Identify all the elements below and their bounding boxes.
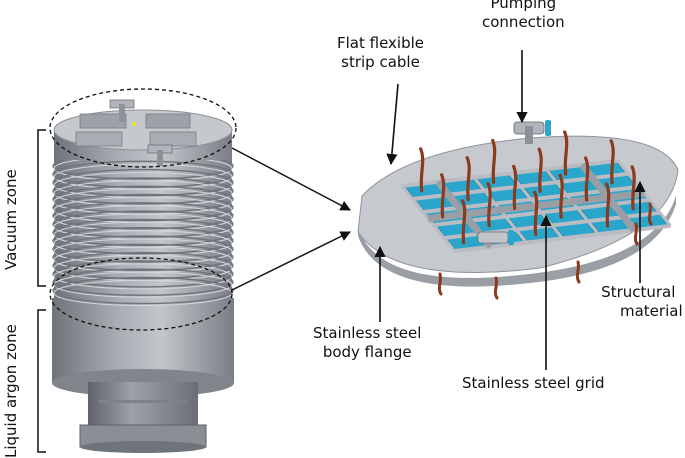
pumping-connection-fitting <box>477 120 551 245</box>
label-liquid-argon-zone: Liquid argon zone <box>2 324 20 458</box>
label-line: Flat flexible <box>337 34 425 52</box>
strip-cable <box>419 147 425 193</box>
strip-cable <box>563 130 569 176</box>
strip-cable <box>440 173 446 219</box>
bellows-ring <box>52 243 234 271</box>
bellows-ring <box>52 160 234 189</box>
bellows-ring <box>52 185 234 213</box>
hanging-cable <box>493 276 499 300</box>
bellows-ring <box>52 193 234 222</box>
hanging-cable <box>437 272 443 296</box>
label-flat-flexible-strip-cable: Flat flexible strip cable <box>337 34 424 72</box>
bellows-ring <box>52 218 234 247</box>
label-line: material <box>620 302 683 320</box>
strip-cable <box>558 173 564 219</box>
strip-cable <box>491 138 497 185</box>
lower-body <box>52 298 234 400</box>
strip-cable <box>533 190 539 237</box>
strip-cable <box>486 182 492 228</box>
vacuum-zone-bracket <box>37 129 46 287</box>
bellows-ring <box>52 177 234 205</box>
bellows-ring <box>52 168 234 197</box>
strip-cable <box>537 147 543 193</box>
strip-cable <box>461 199 467 245</box>
label-structural-material: Structural material <box>594 283 683 321</box>
bellows <box>52 152 234 306</box>
bottom-flange <box>79 395 207 453</box>
bellows-highlight-ellipse <box>49 257 233 331</box>
label-line: connection <box>482 13 565 31</box>
strip-cable <box>584 156 590 202</box>
strip-cable <box>605 182 611 228</box>
strip-cable <box>630 165 636 211</box>
label-line: Structural <box>601 283 676 301</box>
strip-cable <box>609 139 615 185</box>
strip-cables <box>419 130 653 300</box>
liquid-argon-zone-bracket <box>37 309 46 453</box>
label-stainless-steel-body-flange: Stainless steel body flange <box>313 324 421 362</box>
label-line: Stainless steel <box>313 324 422 342</box>
connector-arrow-top <box>231 147 351 211</box>
flange-assembly <box>357 120 679 300</box>
cable-arrow <box>386 83 399 166</box>
connector-arrow-bottom <box>231 231 351 291</box>
vessel <box>49 88 237 453</box>
bellows-body <box>54 160 232 300</box>
bellows-ring <box>52 276 234 305</box>
top-lid <box>53 99 233 166</box>
label-line: strip cable <box>341 53 420 71</box>
bellows-ring <box>52 268 234 296</box>
strip-cable <box>465 156 471 202</box>
hanging-cable <box>647 202 653 226</box>
bellows-ring <box>52 202 234 230</box>
label-line: Pumping <box>490 0 557 12</box>
top-highlight-ellipse <box>49 88 237 168</box>
bellows-ring <box>52 260 234 288</box>
label-stainless-steel-grid: Stainless steel grid <box>462 374 605 392</box>
bellows-ring <box>52 235 234 263</box>
hanging-cable <box>575 260 581 284</box>
bellows-ring <box>52 251 234 280</box>
label-line: body flange <box>322 343 412 361</box>
label-pumping-connection: Pumping connection <box>482 0 565 32</box>
bellows-ring <box>52 226 234 255</box>
bellows-ring-highlight <box>53 263 233 290</box>
bellows-ring <box>52 210 234 238</box>
label-vacuum-zone: Vacuum zone <box>2 169 20 270</box>
hanging-cable <box>633 222 639 246</box>
bellows-ring-highlight <box>53 271 233 298</box>
strip-cable <box>512 164 518 211</box>
